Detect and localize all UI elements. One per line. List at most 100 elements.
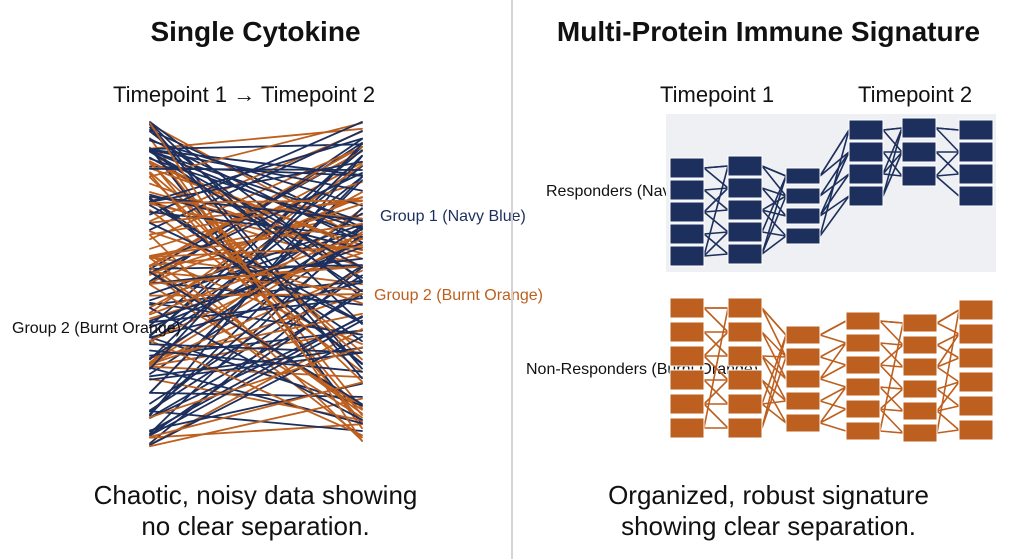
responder-node <box>727 177 763 199</box>
nonresponder-edge <box>819 342 847 380</box>
responder-node <box>901 117 937 139</box>
trajectory-line <box>149 196 363 236</box>
responder-edge <box>819 129 850 177</box>
nonresponder-node <box>845 377 881 397</box>
nonresponder-node <box>785 325 821 345</box>
nonresponder-edge <box>879 322 904 432</box>
nonresponder-node <box>958 395 994 417</box>
trajectory-line <box>149 148 363 177</box>
trajectory-line <box>149 335 363 446</box>
nonresponder-node <box>958 419 994 441</box>
trajectory-line <box>149 122 363 325</box>
responder-node <box>785 207 821 225</box>
trajectory-line <box>149 130 363 231</box>
left-subtitle: Timepoint 1 → Timepoint 2 <box>113 82 376 107</box>
trajectory-line <box>149 167 363 247</box>
trajectory-line <box>149 222 363 258</box>
trajectory-line <box>149 343 363 354</box>
nonresponder-node <box>785 347 821 367</box>
responder-node <box>848 163 884 185</box>
nonresponder-edge <box>879 386 904 390</box>
panel-divider <box>511 0 513 559</box>
responder-node <box>669 157 705 179</box>
nonresponder-node <box>669 417 705 439</box>
left-panel: Single Cytokine Timepoint 1 → Timepoint … <box>0 0 543 559</box>
nonresponder-node <box>727 369 763 391</box>
responder-edge <box>819 173 850 217</box>
responder-edge <box>703 165 729 257</box>
responder-edge <box>703 253 729 257</box>
responder-edge <box>761 187 787 197</box>
responder-edge <box>819 129 850 237</box>
nonresponder-edge <box>936 381 960 390</box>
trajectory-line <box>149 195 363 222</box>
nonresponder-node <box>669 369 705 391</box>
trajectory-line <box>149 365 363 379</box>
responder-edge <box>761 175 787 233</box>
responder-node <box>669 201 705 223</box>
responder-node <box>848 185 884 207</box>
trajectory-line <box>149 346 363 378</box>
nonresponder-node <box>845 311 881 331</box>
trajectory-line <box>149 319 363 437</box>
nonresponder-edge <box>936 309 960 324</box>
responder-edge <box>761 165 787 177</box>
responder-edge <box>703 211 729 233</box>
trajectory-line <box>149 397 363 448</box>
nonresponder-edge <box>761 307 787 336</box>
responder-node <box>785 167 821 185</box>
responder-edge <box>703 167 729 189</box>
trajectory-line <box>149 200 363 224</box>
responder-edge <box>761 175 787 255</box>
nonresponder-node <box>669 345 705 367</box>
nonresponder-edge <box>761 400 787 405</box>
responder-edge <box>761 231 787 237</box>
trajectory-line <box>149 160 363 203</box>
responder-node <box>785 187 821 205</box>
nonresponder-edge <box>936 309 960 434</box>
nonresponder-node <box>902 357 938 377</box>
nonresponder-edge <box>819 320 847 336</box>
responder-edge <box>819 151 850 197</box>
nonresponder-node <box>845 355 881 375</box>
group2-label-left: Group 2 (Burnt Orange) <box>12 320 181 337</box>
responder-node <box>958 141 994 163</box>
trajectory-line <box>149 173 363 423</box>
trajectory-line <box>149 264 363 405</box>
responder-edge <box>935 127 960 153</box>
left-caption: Chaotic, noisy data showing no clear sep… <box>93 480 418 541</box>
nonresponder-node <box>958 347 994 369</box>
responder-edge <box>761 235 787 255</box>
nonresponder-edge <box>761 403 787 424</box>
responder-edge <box>935 127 960 131</box>
nonresponder-node <box>727 321 763 343</box>
trajectory-line <box>149 149 363 223</box>
trajectory-line <box>149 423 363 439</box>
nonresponder-edge <box>879 344 904 366</box>
nonresponder-node <box>785 413 821 433</box>
responder-edge <box>819 195 850 217</box>
nonresponder-edge <box>761 379 787 424</box>
trajectory-line <box>149 142 363 370</box>
responder-node <box>727 155 763 177</box>
trajectory-line <box>149 191 363 309</box>
responder-edge <box>761 195 787 255</box>
responder-node <box>901 165 937 187</box>
nonresponder-edge <box>936 429 960 434</box>
trajectory-line <box>149 312 363 359</box>
trajectory-line <box>149 233 363 413</box>
responder-edge <box>882 127 903 197</box>
trajectory-line <box>149 270 363 439</box>
responder-node <box>848 141 884 163</box>
trajectory-line <box>149 293 363 297</box>
trajectory-line <box>149 316 363 419</box>
network-diagram <box>666 114 996 443</box>
nonresponder-node <box>785 391 821 411</box>
nonresponder-node <box>669 297 705 319</box>
timepoint2-label: Timepoint 2 <box>858 82 973 107</box>
trajectory-line <box>149 139 363 207</box>
trajectory-line <box>149 197 363 343</box>
trajectory-line <box>149 366 363 425</box>
group2-label-right: Group 2 (Burnt Orange) <box>374 287 543 304</box>
responder-node <box>958 119 994 141</box>
